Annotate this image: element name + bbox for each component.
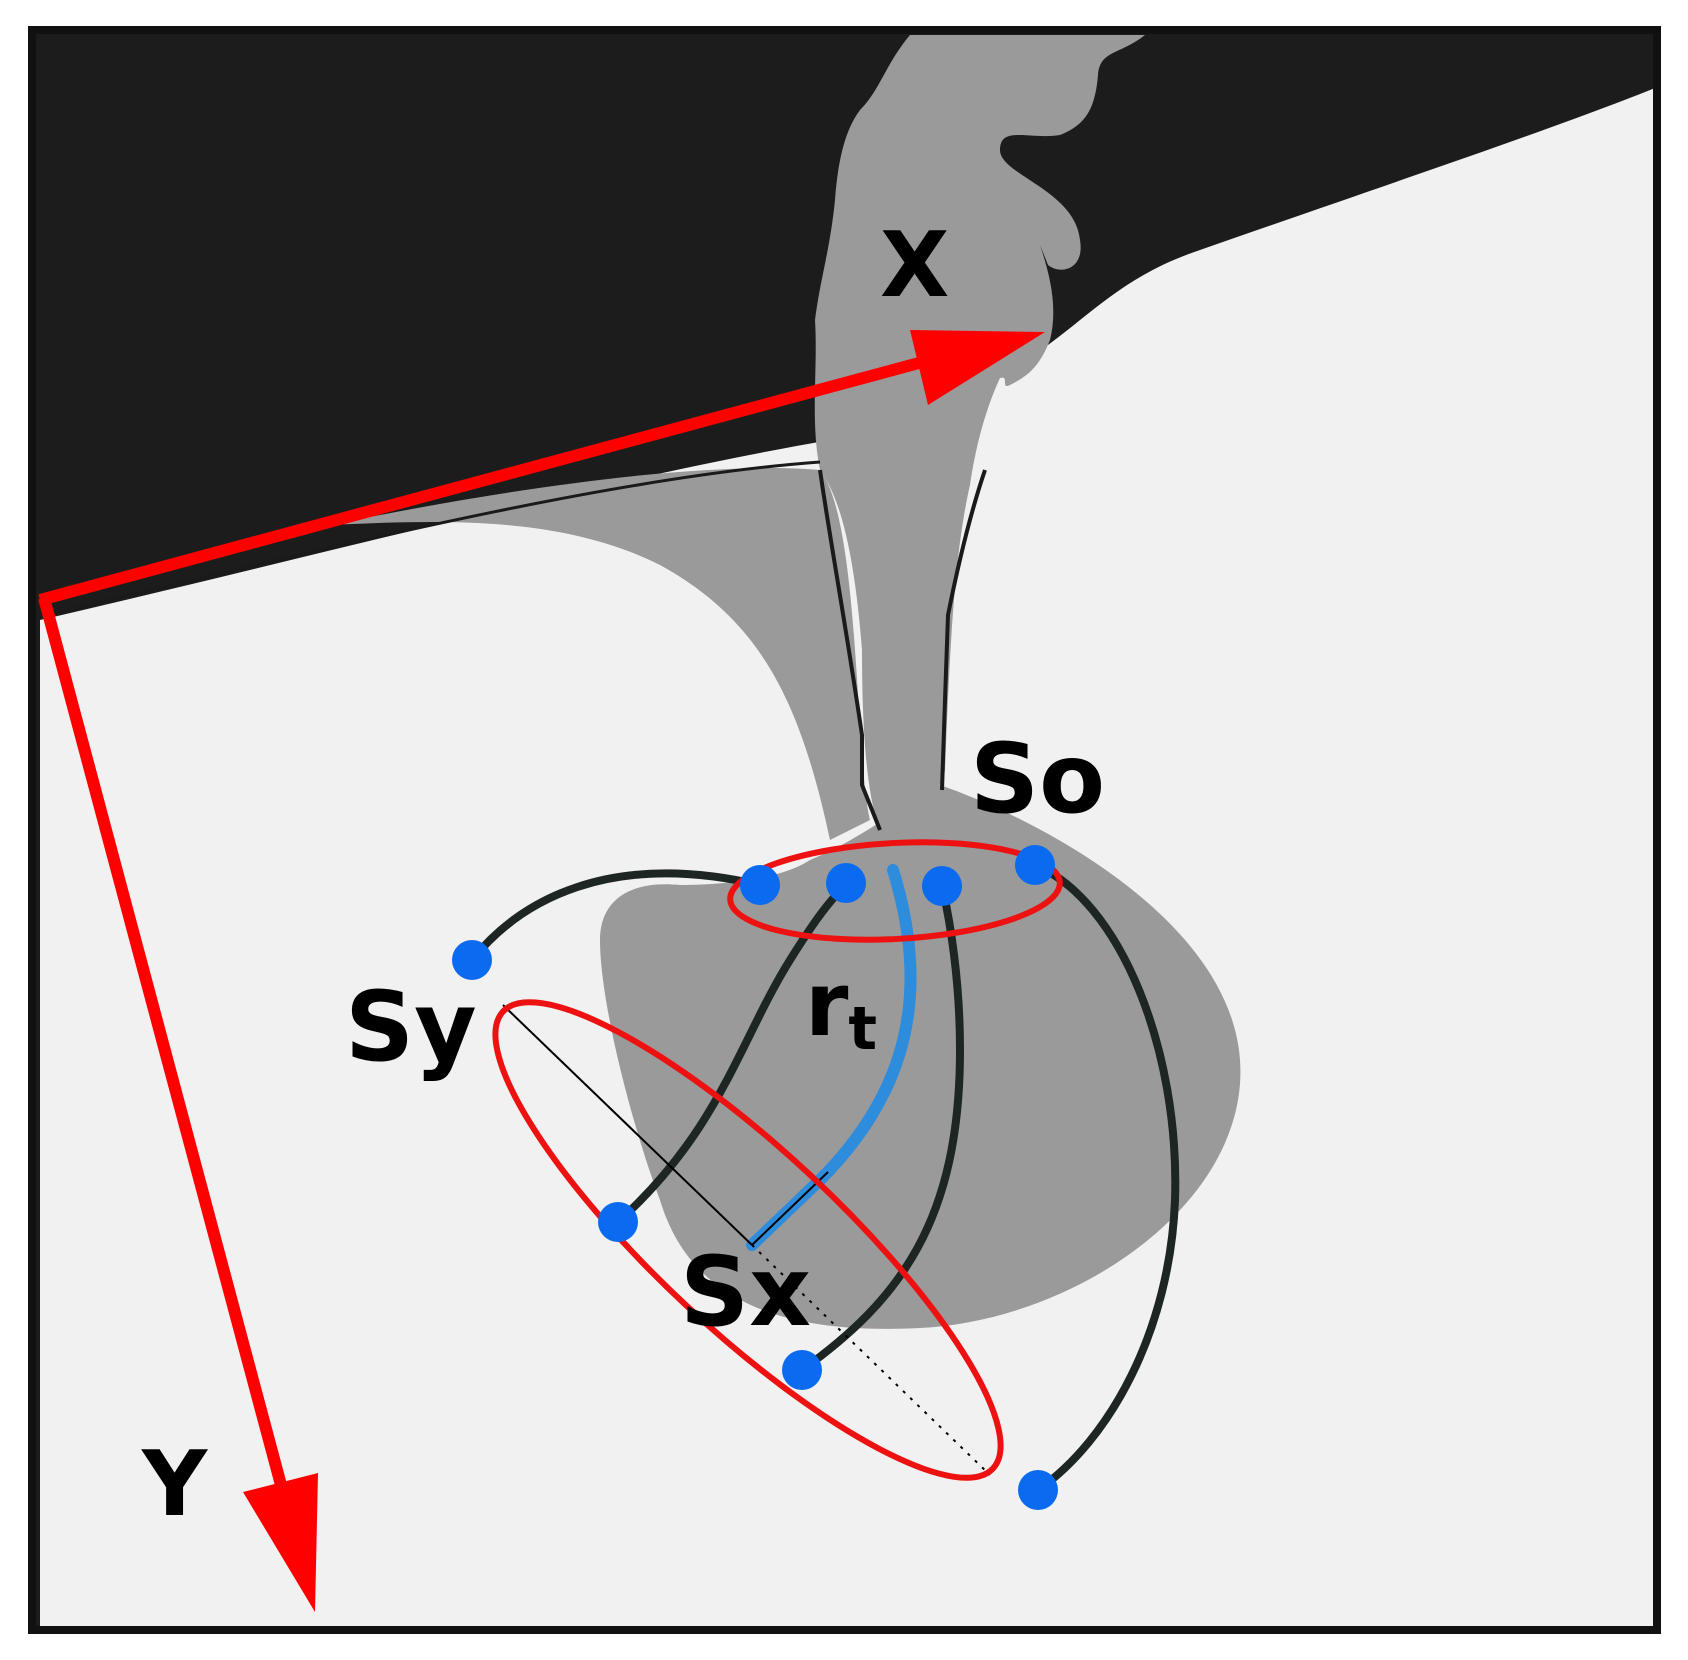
- x-axis-label: X: [880, 213, 949, 318]
- point-so-3: [922, 866, 962, 906]
- radius-line: [751, 1171, 829, 1246]
- gray-stalk: [814, 35, 1145, 830]
- point-center-lower: [782, 1350, 822, 1390]
- diameter-line-solid: [502, 1004, 753, 1246]
- point-so-2: [826, 863, 866, 903]
- stalk-outline-left: [818, 469, 882, 831]
- sx-label: Sx: [680, 1236, 811, 1348]
- gray-bulb: [600, 785, 1241, 1329]
- radius-rt-curve: [746, 864, 917, 1251]
- point-sy: [452, 940, 492, 980]
- x-axis-arrow-line: [38, 354, 932, 606]
- frame-border: [28, 26, 1661, 1634]
- point-so-1: [740, 865, 780, 905]
- so-label: So: [970, 723, 1105, 835]
- y-axis-label: Y: [141, 1432, 209, 1537]
- boundary-outline: [59, 460, 821, 614]
- ellipse-so: [727, 839, 1063, 943]
- rt-label: rt: [805, 953, 877, 1064]
- gray-upper-lobe: [330, 468, 870, 840]
- y-axis-arrowhead: [243, 1473, 318, 1612]
- curve-sy: [468, 869, 761, 963]
- curve-left-lower: [615, 882, 849, 1225]
- rt-subscript: t: [848, 994, 877, 1064]
- point-right-lower: [1018, 1470, 1058, 1510]
- point-left-lower: [598, 1202, 638, 1242]
- stalk-outline-right: [940, 469, 987, 791]
- rt-main: r: [805, 953, 849, 1056]
- x-axis-arrowhead: [910, 330, 1045, 405]
- curve-center: [799, 885, 965, 1374]
- ellipse-sx: [492, 999, 1004, 1481]
- curve-right: [1033, 861, 1180, 1494]
- y-axis-arrow-line: [38, 596, 291, 1502]
- point-so-4: [1015, 845, 1055, 885]
- sy-label: Sy: [345, 971, 477, 1083]
